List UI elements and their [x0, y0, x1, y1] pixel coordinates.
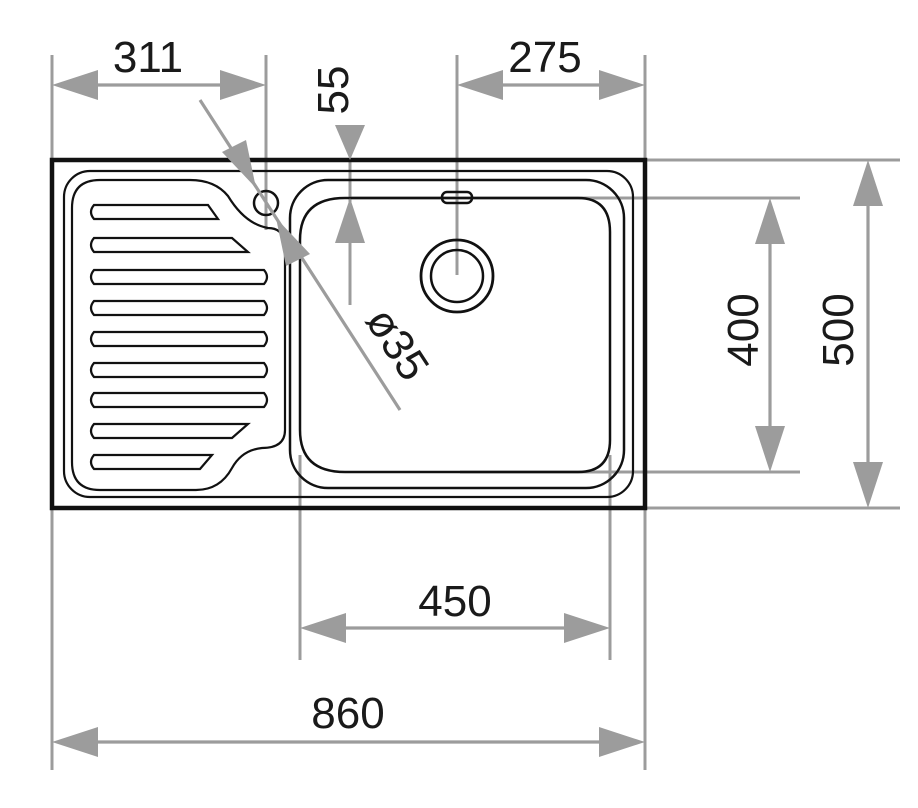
- faucet-hole: [252, 189, 280, 217]
- dimension-label-bowl-depth: 400: [719, 293, 768, 366]
- dimension-label-overall-depth: 500: [814, 293, 863, 366]
- drainer-outline: [70, 178, 287, 492]
- dimension-label-bowl-length: 450: [418, 577, 491, 626]
- dimension-label-hole-offset: 55: [309, 66, 358, 115]
- drainer-ribs: [89, 203, 269, 471]
- drain-inner: [429, 248, 485, 304]
- bowl-outer: [288, 178, 626, 490]
- dimension-lines: [52, 70, 883, 757]
- sink-inner-rim: [62, 169, 635, 499]
- drain-outer: [419, 238, 495, 314]
- dimension-label-hole-diameter: ø35: [356, 299, 438, 389]
- dimension-label-drainer-length: 311: [113, 33, 183, 82]
- dimension-label-overall-length: 860: [311, 689, 384, 738]
- overflow-slot: [440, 190, 474, 205]
- bowl-inner: [298, 196, 612, 474]
- sink-outer-rim: [49, 157, 648, 511]
- sink-outline: [49, 157, 648, 511]
- dimension-label-bowl-edge-offset: 275: [508, 33, 581, 82]
